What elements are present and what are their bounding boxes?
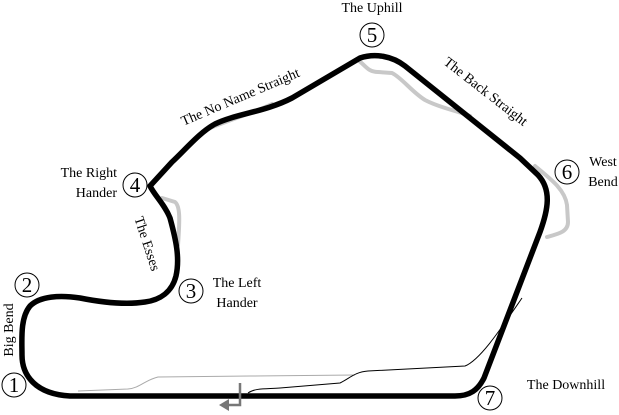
corner-6-name-line2: Bend xyxy=(588,175,618,190)
pit-arrow-icon xyxy=(219,383,242,411)
corner-3-number: 3 xyxy=(186,279,197,303)
west-bend-alt xyxy=(533,164,570,239)
corner-4-number: 4 xyxy=(130,173,141,197)
corner-1-marker xyxy=(1,372,27,398)
uphill-alt xyxy=(356,58,472,118)
corner-4-marker xyxy=(122,172,148,198)
no-name-straight-label: The No Name Straight xyxy=(179,66,302,130)
pit-lane-gray xyxy=(77,374,356,392)
corner-2-marker xyxy=(14,272,40,298)
corner-3-name-line1: The Left xyxy=(213,276,262,291)
corner-7-number: 7 xyxy=(485,386,496,410)
corner-7-marker xyxy=(477,385,503,411)
esses-label: The Esses xyxy=(130,215,162,273)
corner-5-number: 5 xyxy=(367,23,378,47)
esses-alt xyxy=(160,196,182,247)
corner-3-name-line2: Hander xyxy=(216,296,258,311)
corner-1-number: 1 xyxy=(9,373,20,397)
corner-4-name-line1: The Right xyxy=(61,166,117,181)
corner-6-name-line1: West xyxy=(589,155,617,170)
corner-6-number: 6 xyxy=(562,160,573,184)
corner-6-marker xyxy=(554,159,580,185)
big-bend-label: Big Bend xyxy=(2,303,17,356)
alternate-layout xyxy=(160,58,570,247)
corner-2-number: 2 xyxy=(22,273,33,297)
pit-lane-black xyxy=(247,297,523,394)
corner-7-name: The Downhill xyxy=(527,378,605,393)
back-straight-label: The Back Straight xyxy=(440,55,530,130)
corner-4-name-line2: Hander xyxy=(76,186,118,201)
corner-5-marker xyxy=(359,22,385,48)
corner-5-name: The Uphill xyxy=(341,1,402,16)
corner-3-marker xyxy=(178,278,204,304)
main-track xyxy=(19,52,550,399)
